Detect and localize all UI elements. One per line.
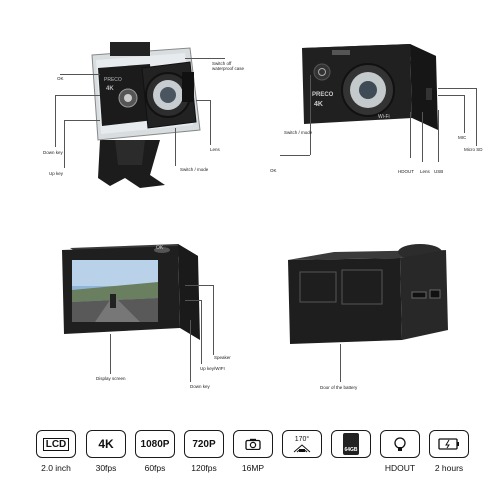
label-ok: OK <box>57 76 64 81</box>
feature-sd-label: 64GB <box>344 447 358 453</box>
front-label-ok: OK <box>270 168 277 173</box>
feature-720p: 720P 120fps <box>184 430 224 478</box>
camera-icon <box>233 430 273 458</box>
camera-back-illustration <box>62 244 200 340</box>
front-label-usb: USB <box>434 169 444 174</box>
feature-wide-angle: 170° <box>282 430 322 478</box>
front-label-micro-sd: Micro SD <box>464 147 483 152</box>
feature-720p-label: 720P <box>184 430 224 458</box>
front-label-lens: Lens <box>420 169 430 174</box>
case-brand-text: PRECO <box>104 77 122 83</box>
front-res-text: 4K <box>314 101 323 108</box>
feature-battery: 2 hours <box>429 430 469 478</box>
feature-battery-caption: 2 hours <box>434 463 464 473</box>
feature-720p-caption: 120fps <box>191 463 217 473</box>
feature-lcd-caption: 2.0 inch <box>41 463 71 473</box>
feature-4k-caption: 30fps <box>95 463 117 473</box>
wide-angle-icon: 170° <box>282 430 322 458</box>
label-switch-mode: Switch / mode <box>180 167 209 172</box>
panel-camera-front: PRECO 4K Wi-Fi Switch / mode OK HDOUT Le… <box>250 0 500 220</box>
back-label-speaker: Speaker <box>214 355 231 360</box>
feature-hdout: HDOUT <box>380 430 420 478</box>
back-label-display-screen: Display screen <box>96 376 126 381</box>
front-label-mic: MIC <box>458 135 467 140</box>
lcd-icon: LCD <box>36 430 76 458</box>
back-label-up-key-wifi: Up key/WIFI <box>200 366 225 371</box>
panel-camera-back: OK Speaker Up key/WIFI Display screen Do… <box>0 220 250 425</box>
front-brand-text: PRECO <box>312 92 334 98</box>
front-label-switch-mode: Switch / mode <box>284 130 313 135</box>
feature-wide-angle-label: 170° <box>294 435 310 443</box>
label-up-key: Up key <box>49 171 64 176</box>
feature-4k: 4K 30fps <box>86 430 126 478</box>
panel-camera-side: Door of the battery <box>250 220 500 425</box>
case-res-text: 4K <box>106 86 114 92</box>
label-down-key: Down key <box>43 150 63 155</box>
label-switch-off-waterproof: Switch off waterproof case <box>212 61 245 71</box>
feature-1080p: 1080P 60fps <box>135 430 175 478</box>
hdmi-icon <box>380 430 420 458</box>
feature-sd-card: 64GB <box>331 430 371 478</box>
battery-icon <box>429 430 469 458</box>
feature-16mp: 16MP <box>233 430 273 478</box>
feature-1080p-label: 1080P <box>135 430 175 458</box>
feature-4k-label: 4K <box>86 430 126 458</box>
front-wifi-text: Wi-Fi <box>378 114 390 120</box>
front-label-hdout: HDOUT <box>398 169 414 174</box>
camera-front-illustration <box>302 44 438 130</box>
back-ok-text: OK <box>156 245 164 251</box>
feature-lcd: LCD 2.0 inch <box>36 430 76 478</box>
sd-card-icon: 64GB <box>331 430 371 458</box>
feature-1080p-caption: 60fps <box>144 463 166 473</box>
camera-side-illustration <box>288 244 448 344</box>
waterproof-case-camera-illustration <box>91 42 201 188</box>
label-lens: Lens <box>210 147 220 152</box>
back-label-down-key: Down key <box>190 384 210 389</box>
feature-hdout-caption: HDOUT <box>384 463 416 473</box>
side-label-door-battery: Door of the battery <box>320 385 358 390</box>
feature-16mp-caption: 16MP <box>241 463 265 473</box>
panel-waterproof-case: PRECO 4K OK Down key Up key Switch off w… <box>0 0 250 220</box>
